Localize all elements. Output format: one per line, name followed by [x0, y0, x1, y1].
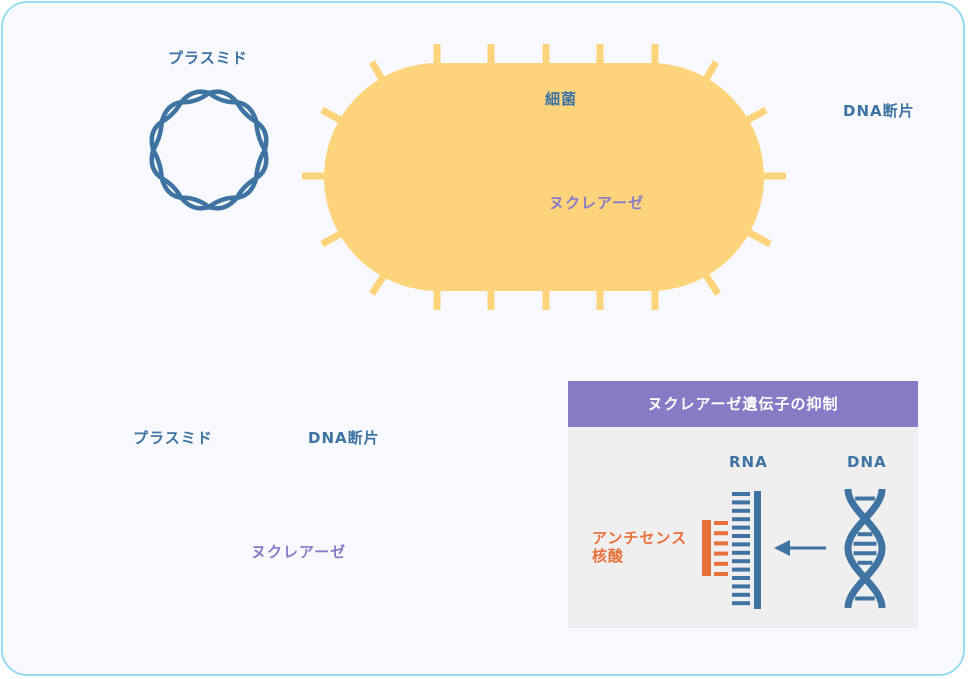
antisense-base [714, 551, 728, 556]
dna-strand [844, 488, 886, 609]
rna-base [732, 592, 750, 597]
rna-strand-icon [732, 491, 761, 609]
bottom-dna-fragment-label: DNA断片 [308, 429, 380, 447]
top-plasmid-label: プラスミド [168, 49, 248, 67]
bottom-plasmid-label: プラスミド [133, 429, 213, 447]
antisense-label-line2: 核酸 [592, 547, 625, 565]
rna-base [732, 576, 750, 580]
transcription-arrow [774, 540, 826, 556]
dna-base-pair [855, 596, 875, 601]
antisense-base [714, 541, 728, 546]
rna-base [732, 584, 750, 589]
top-bacterium-body [324, 63, 764, 291]
dna-base-pair [857, 532, 873, 537]
rna-base [732, 508, 750, 513]
antisense-label-line1: アンチセンス [592, 529, 688, 547]
panel-graphics [702, 488, 886, 609]
rna-base [732, 601, 750, 606]
antisense-label: アンチセンス 核酸 [592, 529, 687, 565]
rna-base [732, 542, 750, 547]
dna-double-helix-icon [844, 488, 886, 609]
rna-label: RNA [729, 453, 768, 471]
bottom-nuclease-label: ヌクレアーゼ [251, 543, 347, 561]
dna-base-pair [853, 551, 877, 556]
rna-base [732, 492, 750, 496]
top-bacterium [302, 44, 786, 310]
rna-base [732, 550, 750, 555]
rna-base [732, 517, 750, 522]
bacterium-label: 細菌 [545, 90, 578, 108]
rna-base [732, 534, 750, 538]
top-dna-fragment-label: DNA断片 [843, 102, 915, 120]
rna-base [732, 525, 750, 530]
top-nuclease-label: ヌクレアーゼ [549, 194, 645, 212]
dna-base-pair [853, 541, 877, 546]
dna-label: DNA [847, 453, 887, 471]
nuclease-suppression-panel: ヌクレアーゼ遺伝子の抑制 RNA DNA アンチセンス 核酸 [568, 381, 918, 628]
top-plasmid-icon [149, 89, 269, 211]
rna-base [732, 500, 750, 505]
rna-base [732, 567, 750, 572]
antisense-base [714, 561, 728, 566]
antisense-base [714, 531, 728, 536]
antisense-base [714, 572, 728, 576]
antisense-base [714, 521, 728, 525]
dna-strand [844, 488, 886, 609]
panel-title: ヌクレアーゼ遺伝子の抑制 [568, 381, 918, 427]
dna-base-pair [855, 496, 875, 501]
rna-backbone [754, 491, 761, 609]
rna-base [732, 559, 750, 564]
antisense-backbone [702, 520, 711, 576]
dna-base-pair [857, 560, 873, 565]
antisense-icon [702, 520, 728, 576]
